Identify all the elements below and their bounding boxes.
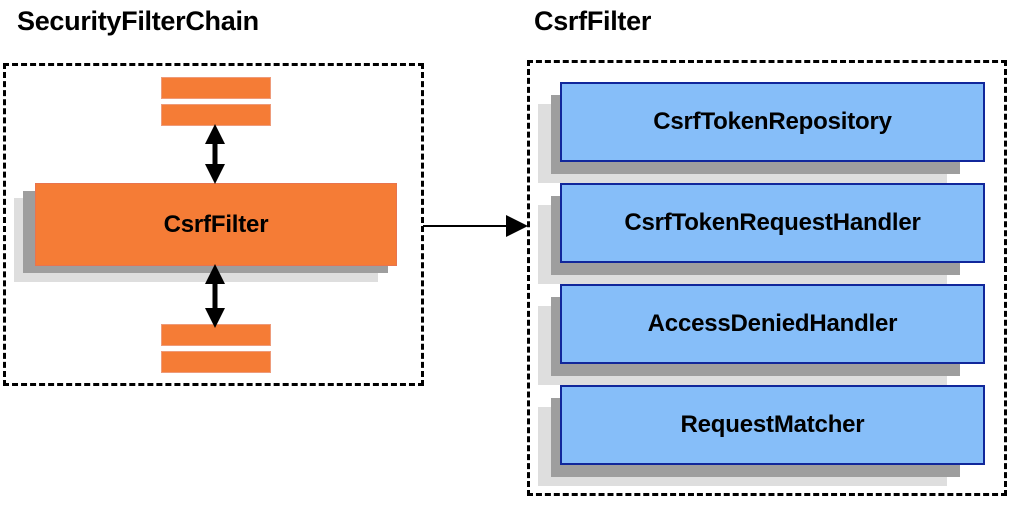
- filter-bar-bottom-1: [161, 324, 271, 346]
- collaborator-row-access-denied-handler: AccessDeniedHandler: [538, 284, 998, 394]
- collaborator-label: CsrfTokenRepository: [653, 108, 892, 135]
- csrf-filter-title: CsrfFilter: [534, 6, 652, 36]
- collaborator-box: CsrfTokenRepository: [560, 82, 985, 162]
- panel-link-arrow: [423, 215, 528, 237]
- filter-bar-bottom-2: [161, 351, 271, 373]
- csrf-filter-box-label: CsrfFilter: [163, 210, 269, 238]
- collaborator-label: RequestMatcher: [680, 411, 865, 438]
- collaborator-box: CsrfTokenRequestHandler: [560, 183, 985, 263]
- csrf-filter-box: CsrfFilter: [35, 183, 397, 266]
- collaborator-row-csrf-token-request-handler: CsrfTokenRequestHandler: [538, 183, 998, 293]
- collaborator-box: AccessDeniedHandler: [560, 284, 985, 364]
- filter-bar-top-2: [161, 104, 271, 126]
- filter-bar-top-1: [161, 77, 271, 99]
- collaborator-label: AccessDeniedHandler: [647, 310, 898, 337]
- collaborator-box: RequestMatcher: [560, 385, 985, 465]
- security-filter-chain-group: [3, 63, 424, 386]
- security-filter-chain-title: SecurityFilterChain: [17, 6, 259, 36]
- collaborator-row-csrf-token-repository: CsrfTokenRepository: [538, 82, 998, 192]
- csrf-filter-collaborators-group: [527, 60, 1007, 496]
- collaborator-row-request-matcher: RequestMatcher: [538, 385, 998, 495]
- collaborator-label: CsrfTokenRequestHandler: [624, 209, 921, 236]
